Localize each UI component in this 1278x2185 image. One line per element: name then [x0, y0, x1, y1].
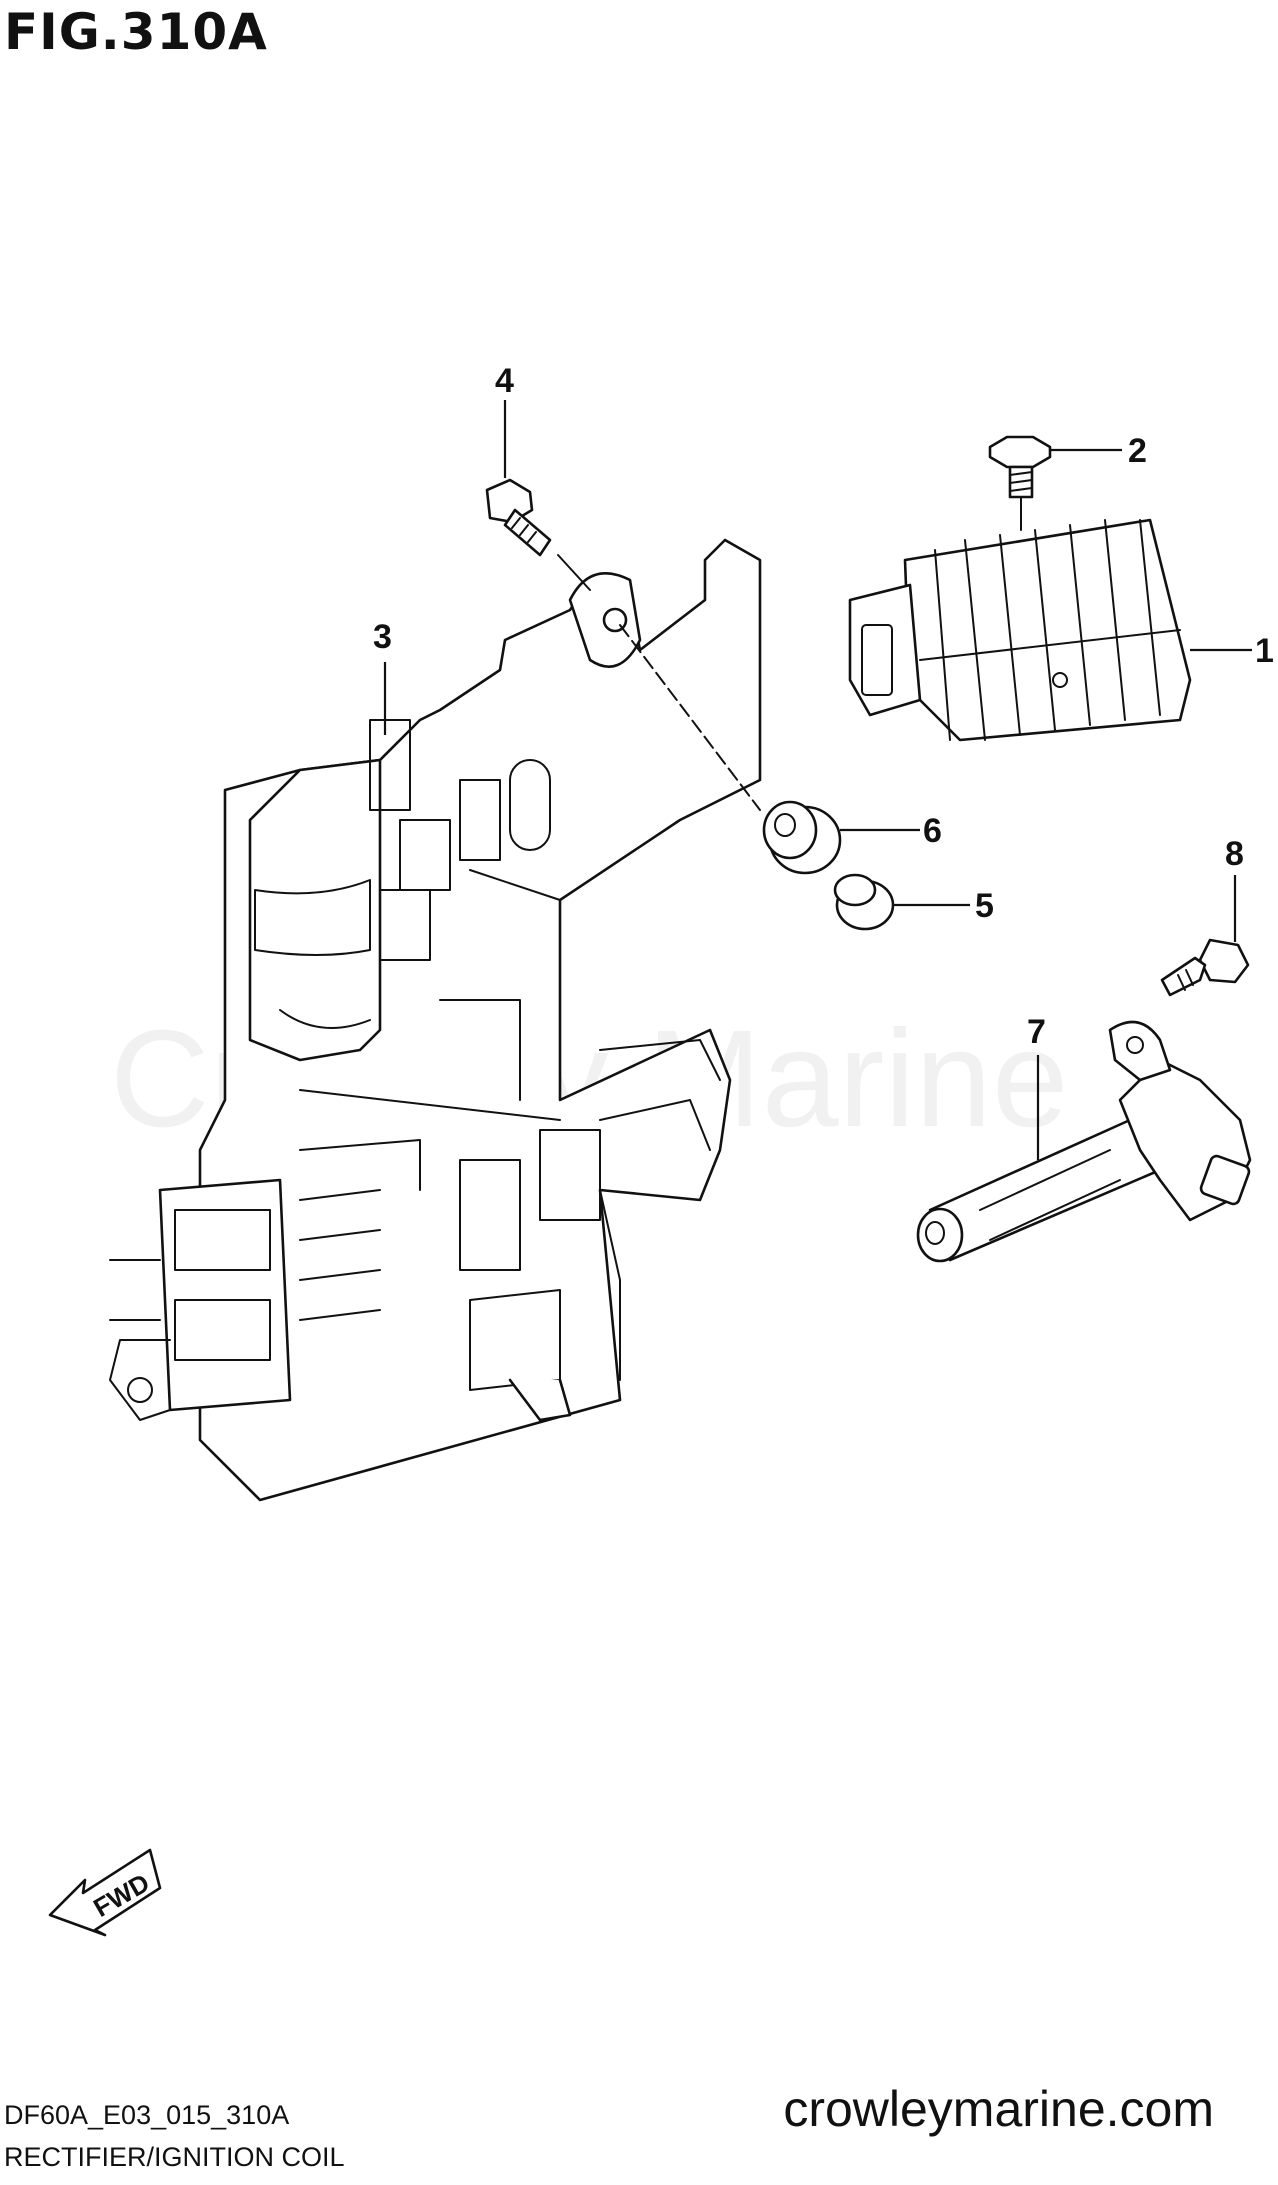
assembly-line-bolt-4	[557, 554, 591, 591]
callout-4: 4	[495, 362, 514, 400]
callout-1: 1	[1255, 632, 1274, 670]
figure-title: FIG.310A	[4, 3, 268, 61]
rectifier-part[interactable]	[848, 518, 1192, 742]
ignition-coil-part[interactable]	[916, 1020, 1252, 1263]
callout-8: 8	[1225, 835, 1244, 873]
bolt-2-part[interactable]	[988, 435, 1052, 499]
callout-3: 3	[373, 618, 392, 656]
callout-5: 5	[975, 887, 994, 925]
assembly-line-grommet	[619, 624, 761, 811]
callout-7: 7	[1027, 1013, 1046, 1051]
bolt-8-part[interactable]	[1160, 938, 1250, 997]
grommet-part[interactable]	[762, 800, 842, 875]
figure-caption: RECTIFIER/IGNITION COIL	[4, 2142, 345, 2172]
callout-2: 2	[1128, 432, 1147, 470]
site-url: crowleymarine.com	[783, 2081, 1214, 2137]
fwd-arrow-icon: FWD	[48, 1848, 162, 1937]
figure-code: DF60A_E03_015_310A	[4, 2100, 290, 2130]
callout-6: 6	[923, 812, 942, 850]
bolt-4-part[interactable]	[485, 478, 552, 557]
bracket-part[interactable]	[109, 538, 762, 1502]
collar-part[interactable]	[833, 873, 895, 931]
